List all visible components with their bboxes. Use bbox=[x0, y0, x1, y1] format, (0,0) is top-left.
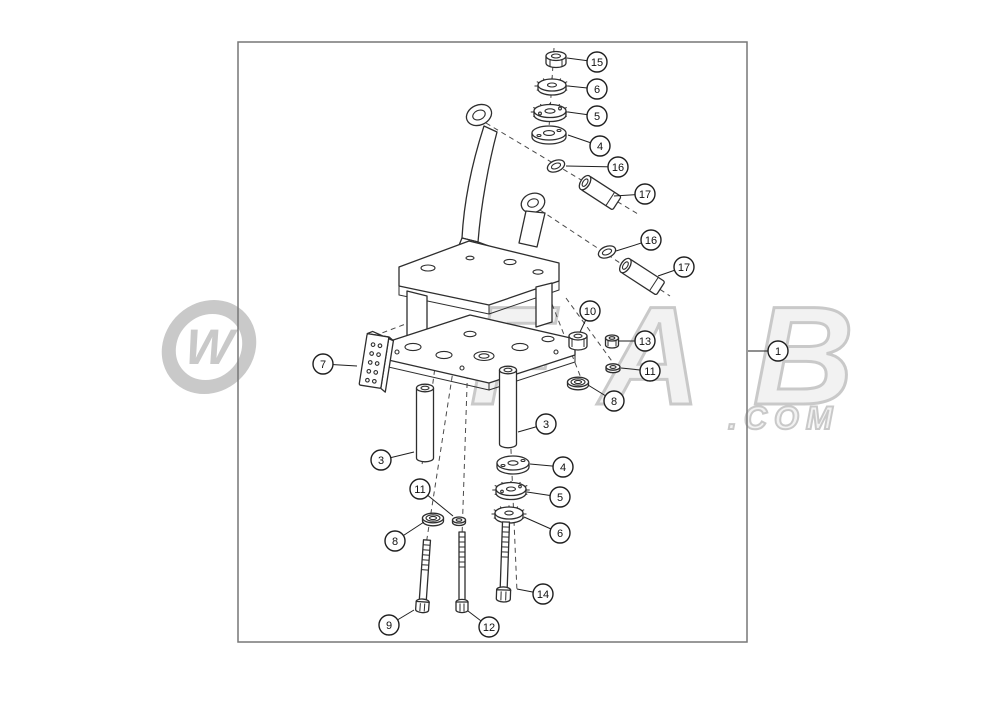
callout-number: 11 bbox=[414, 484, 425, 496]
part-11-washer-left bbox=[451, 516, 467, 527]
callout-16: 16 bbox=[565, 156, 629, 178]
callout-3: 3 bbox=[517, 413, 557, 435]
part-17-sleeve-upper bbox=[578, 174, 622, 210]
diagram-frame bbox=[237, 41, 748, 643]
callout-bubble bbox=[552, 456, 574, 478]
callout-17: 17 bbox=[657, 256, 695, 278]
part-12-bolt bbox=[455, 531, 469, 614]
part-14-bolt bbox=[495, 521, 512, 603]
part-17-sleeve-lower bbox=[618, 257, 665, 296]
callout-bubble bbox=[586, 51, 608, 73]
callout-number: 12 bbox=[483, 622, 495, 634]
callout-number: 16 bbox=[612, 162, 624, 174]
callout-bubble bbox=[535, 413, 557, 435]
callout-number: 15 bbox=[591, 57, 603, 69]
callout-bubble bbox=[549, 522, 571, 544]
part-15-lock-nut bbox=[545, 50, 567, 69]
part-11-washer-right bbox=[605, 363, 621, 374]
callout-number: 4 bbox=[597, 141, 603, 153]
callout-11: 11 bbox=[409, 478, 454, 517]
callout-bubble bbox=[478, 616, 500, 638]
callout-bubble bbox=[673, 256, 695, 278]
callout-8: 8 bbox=[587, 384, 625, 412]
callout-bubble bbox=[532, 583, 554, 605]
part-6-serrated-washer-bottom bbox=[491, 504, 527, 524]
callout-14: 14 bbox=[516, 583, 554, 605]
callout-number: 4 bbox=[560, 462, 566, 474]
callout-bubble bbox=[579, 300, 601, 322]
callout-4: 4 bbox=[529, 456, 574, 478]
callout-number: 3 bbox=[543, 419, 549, 431]
part-8-washer-right bbox=[566, 376, 590, 391]
callout-number: 17 bbox=[678, 262, 690, 274]
callout-bubble bbox=[586, 105, 608, 127]
callout-16: 16 bbox=[615, 229, 662, 252]
part-8-washer-left bbox=[421, 512, 445, 527]
callout-17: 17 bbox=[613, 183, 656, 205]
callout-number: 16 bbox=[645, 235, 657, 247]
part-5-serrated-washer-top bbox=[530, 102, 570, 123]
part-16-bushing-lower bbox=[597, 245, 617, 259]
callout-bubble bbox=[639, 360, 661, 382]
callout-bubble bbox=[634, 183, 656, 205]
callout-6: 6 bbox=[523, 516, 571, 544]
callout-bubble bbox=[549, 486, 571, 508]
callout-6: 6 bbox=[567, 78, 608, 100]
callout-bubble bbox=[603, 390, 625, 412]
callout-number: 3 bbox=[378, 455, 384, 467]
part-4-washer-top bbox=[531, 125, 567, 145]
part-13-nut bbox=[604, 334, 620, 349]
callout-number: 1 bbox=[775, 346, 781, 358]
callout-10: 10 bbox=[579, 300, 601, 333]
callout-bubble bbox=[767, 340, 789, 362]
callout-bubble bbox=[312, 353, 334, 375]
part-16-bushing-upper bbox=[546, 159, 566, 173]
callout-bubble bbox=[607, 156, 629, 178]
callout-1: 1 bbox=[748, 340, 789, 362]
callout-3: 3 bbox=[370, 449, 415, 471]
callout-number: 14 bbox=[537, 589, 549, 601]
part-9-bolt bbox=[414, 539, 432, 614]
callout-4: 4 bbox=[567, 134, 611, 157]
callout-12: 12 bbox=[467, 610, 500, 638]
part-6-serrated-washer-top bbox=[534, 76, 570, 96]
callout-number: 6 bbox=[557, 528, 563, 540]
callout-bubble bbox=[634, 330, 656, 352]
part-3-spacer-left bbox=[415, 383, 435, 463]
callout-bubble bbox=[384, 530, 406, 552]
callout-bubble bbox=[409, 478, 431, 500]
callout-number: 17 bbox=[639, 189, 651, 201]
part-10-flange-nut bbox=[568, 331, 588, 351]
callout-9: 9 bbox=[378, 609, 415, 636]
callout-number: 9 bbox=[386, 620, 392, 632]
callout-bubble bbox=[586, 78, 608, 100]
callout-bubble bbox=[640, 229, 662, 251]
callout-number: 8 bbox=[611, 396, 617, 408]
part-3-spacer-right bbox=[498, 365, 518, 449]
part-bracket-assembly bbox=[383, 103, 576, 391]
part-7-spacer-block bbox=[358, 330, 395, 393]
callout-bubble bbox=[589, 135, 611, 157]
callout-15: 15 bbox=[566, 51, 608, 73]
callout-bubble bbox=[378, 614, 400, 636]
part-5-serrated-washer-bottom bbox=[491, 480, 531, 501]
callout-number: 13 bbox=[639, 336, 651, 348]
callout-number: 8 bbox=[392, 536, 398, 548]
callout-8: 8 bbox=[384, 521, 425, 552]
callout-number: 6 bbox=[594, 84, 600, 96]
callout-number: 5 bbox=[557, 492, 563, 504]
callout-13: 13 bbox=[619, 330, 656, 352]
callout-5: 5 bbox=[526, 486, 571, 508]
callout-bubble bbox=[370, 449, 392, 471]
part-4-washer-bottom bbox=[496, 455, 530, 475]
callout-number: 11 bbox=[644, 366, 655, 378]
callout-5: 5 bbox=[567, 105, 608, 127]
callout-7: 7 bbox=[312, 353, 358, 375]
callout-number: 7 bbox=[320, 359, 326, 371]
callout-number: 5 bbox=[594, 111, 600, 123]
callout-11: 11 bbox=[620, 360, 661, 382]
callout-number: 10 bbox=[584, 306, 596, 318]
